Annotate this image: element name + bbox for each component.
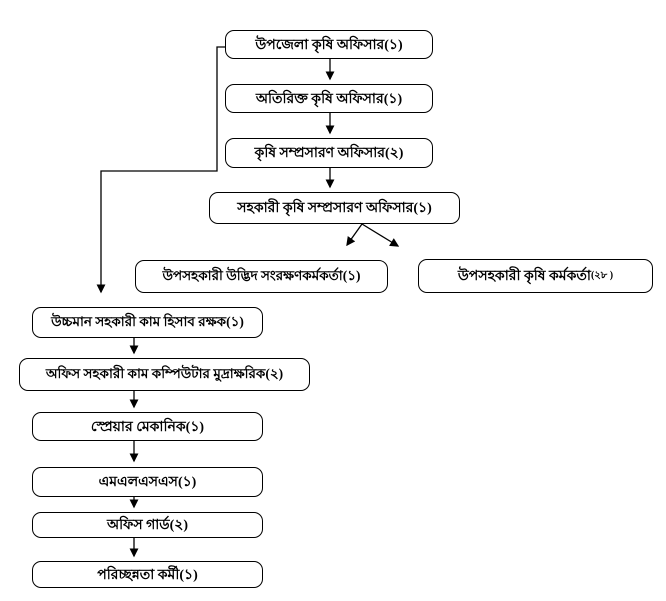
node-count: (১) bbox=[413, 201, 432, 216]
org-node-cleaning-staff: পরিচ্ছন্নতা কর্মী (১) bbox=[32, 561, 263, 588]
node-count: (১) bbox=[179, 567, 198, 583]
node-count: (১) bbox=[177, 475, 197, 490]
node-label: সহকারী কৃষি সম্প্রসারণ অফিসার bbox=[237, 201, 414, 216]
edge-arrow-4-6-diagonal bbox=[361, 223, 400, 247]
org-node-assistant-agriculture-extension-officer: সহকারী কৃষি সম্প্রসারণ অফিসার (১) bbox=[209, 192, 460, 224]
node-label: উচ্চমান সহকারী কাম হিসাব রক্ষক bbox=[51, 314, 227, 329]
node-label: অতিরিক্ত কৃষি অফিসার bbox=[255, 91, 384, 107]
node-count: (১) bbox=[185, 419, 205, 435]
node-label: কৃষি সম্প্রসারণ অফিসার bbox=[254, 146, 386, 161]
org-node-office-assistant-cum-computer-typist: অফিস সহকারী কাম কম্পিউটার মুদ্রাক্ষরিক(২… bbox=[19, 358, 310, 391]
org-node-sprayer-mechanic: স্প্রেয়ার মেকানিক (১) bbox=[32, 412, 263, 441]
org-node-head-assistant-cum-accountant: উচ্চমান সহকারী কাম হিসাব রক্ষক(১) bbox=[32, 307, 263, 338]
org-node-additional-agriculture-officer: অতিরিক্ত কৃষি অফিসার (১) bbox=[225, 84, 433, 113]
node-count: (১) bbox=[342, 268, 361, 283]
node-count: (২৮ ) bbox=[590, 269, 614, 281]
edge-arrow-1-7-elbow bbox=[96, 46, 225, 294]
node-count: (২) bbox=[169, 518, 189, 533]
edge-arrow-4-5-diagonal bbox=[346, 223, 363, 247]
node-label: অফিস সহকারী কাম কম্পিউটার মুদ্রাক্ষরিক bbox=[45, 366, 266, 381]
node-count: (১) bbox=[384, 37, 403, 53]
node-label: উপসহকারী কৃষি কর্মকর্তা bbox=[457, 269, 591, 284]
node-label: এমএলএসএস bbox=[98, 475, 178, 490]
node-count: (২) bbox=[265, 366, 284, 381]
node-label: উপসহকারী উদ্ভিদ সংরক্ষণকর্মকর্তা bbox=[162, 268, 343, 283]
org-node-sub-assistant-agriculture-officer: উপসহকারী কৃষি কর্মকর্তা (২৮ ) bbox=[418, 259, 653, 293]
org-node-office-guard: অফিস গার্ড (২) bbox=[32, 512, 263, 538]
node-label: উপজেলা কৃষি অফিসার bbox=[255, 37, 385, 53]
org-node-sub-assistant-plant-protection-officer: উপসহকারী উদ্ভিদ সংরক্ষণকর্মকর্তা (১) bbox=[135, 260, 388, 293]
node-count: (১) bbox=[226, 314, 244, 329]
org-node-upazila-agriculture-officer: উপজেলা কৃষি অফিসার (১) bbox=[225, 30, 433, 59]
node-count: (২) bbox=[385, 146, 404, 161]
node-label: স্প্রেয়ার মেকানিক bbox=[90, 419, 186, 435]
node-label: অফিস গার্ড bbox=[106, 518, 170, 533]
node-label: পরিচ্ছন্নতা কর্মী bbox=[97, 567, 180, 583]
node-count: (১) bbox=[383, 91, 403, 107]
org-node-agriculture-extension-officer: কৃষি সম্প্রসারণ অফিসার (২) bbox=[225, 138, 433, 168]
org-node-mlss: এমএলএসএস (১) bbox=[32, 467, 263, 497]
